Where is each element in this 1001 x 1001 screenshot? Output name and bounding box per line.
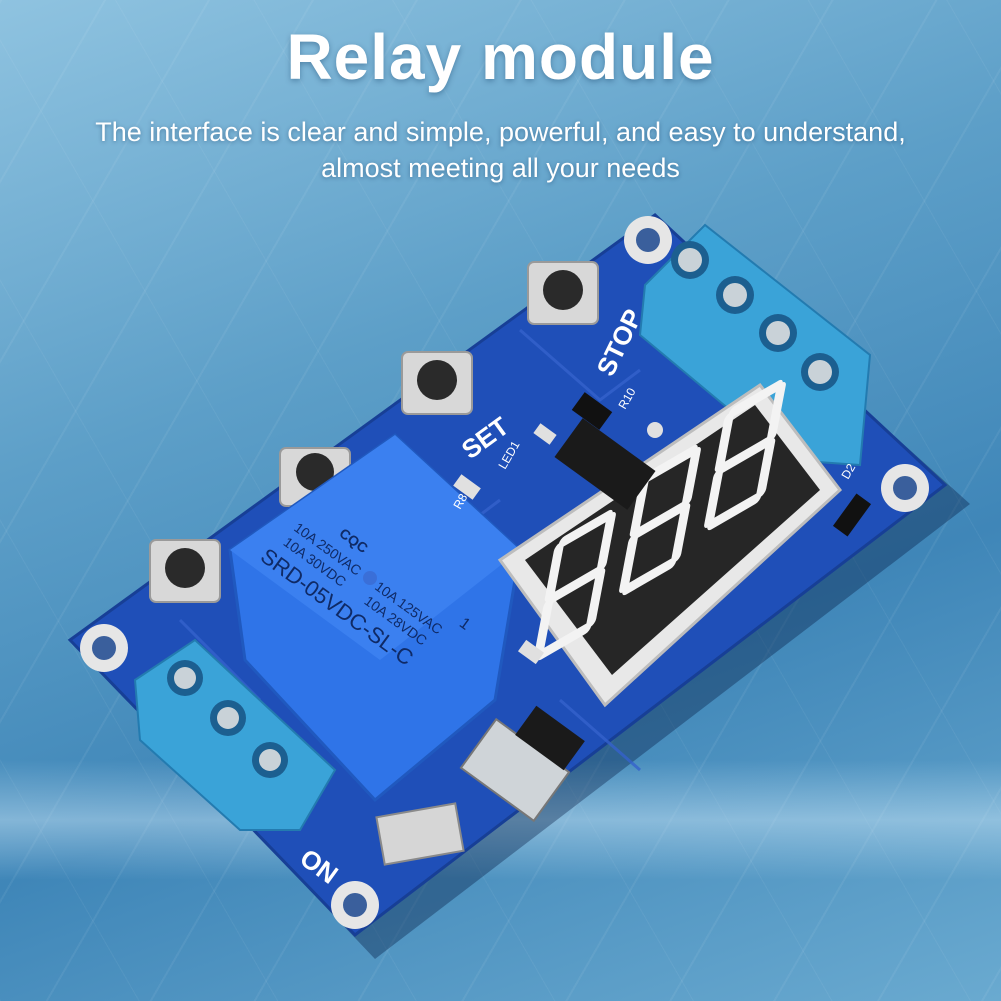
display-segment <box>537 622 592 661</box>
terminal-screw <box>716 276 754 314</box>
set-button <box>401 351 473 415</box>
smd-components <box>363 392 872 866</box>
page-subtitle: The interface is clear and simple, power… <box>0 114 1001 186</box>
display-segment <box>704 468 724 528</box>
subtitle-line-1: The interface is clear and simple, power… <box>95 117 906 147</box>
display-segment <box>643 444 698 483</box>
display-segment <box>596 512 616 572</box>
subtitle-line-2: almost meeting all your needs <box>321 153 680 183</box>
relay: CQC 10A 250VAC 10A 30VDC SRD-05VDC-SL-C … <box>228 433 522 803</box>
display-segment <box>547 565 603 605</box>
mounting-hole <box>80 624 128 672</box>
stop-button <box>527 261 599 325</box>
terminal-screw <box>759 314 797 352</box>
mounting-hole <box>331 881 379 929</box>
terminal-block-input <box>133 638 337 831</box>
display-segment <box>586 568 606 628</box>
display-segment <box>619 533 639 593</box>
display-segment <box>728 379 783 418</box>
silk-r8: R8 <box>450 491 470 512</box>
display-segment <box>632 500 688 540</box>
display-segment <box>558 509 613 548</box>
display-segment <box>544 542 564 602</box>
display-digit <box>619 444 701 596</box>
mounting-hole <box>881 464 929 512</box>
display-segment <box>714 412 734 472</box>
display-digit <box>704 379 786 531</box>
display-segment <box>534 598 554 658</box>
display-segment <box>717 435 773 475</box>
silk-d2: D2 <box>838 461 858 482</box>
mounting-hole <box>624 216 672 264</box>
display-segment <box>671 503 691 563</box>
page-title: Relay module <box>286 21 715 93</box>
terminal-screw <box>671 241 709 279</box>
display-segment <box>707 492 762 531</box>
terminal-screw <box>210 700 246 736</box>
on-button <box>149 539 221 603</box>
display-segment <box>756 438 776 498</box>
terminal-screw <box>252 742 288 778</box>
terminal-screw <box>801 353 839 391</box>
display-digit <box>534 509 616 661</box>
terminal-block-output <box>638 223 872 467</box>
display-segment <box>681 447 701 507</box>
seven-segment-display <box>497 379 843 708</box>
display-segment <box>622 557 677 596</box>
display-segment <box>629 477 649 537</box>
display-segment <box>766 382 786 442</box>
terminal-screw <box>167 660 203 696</box>
